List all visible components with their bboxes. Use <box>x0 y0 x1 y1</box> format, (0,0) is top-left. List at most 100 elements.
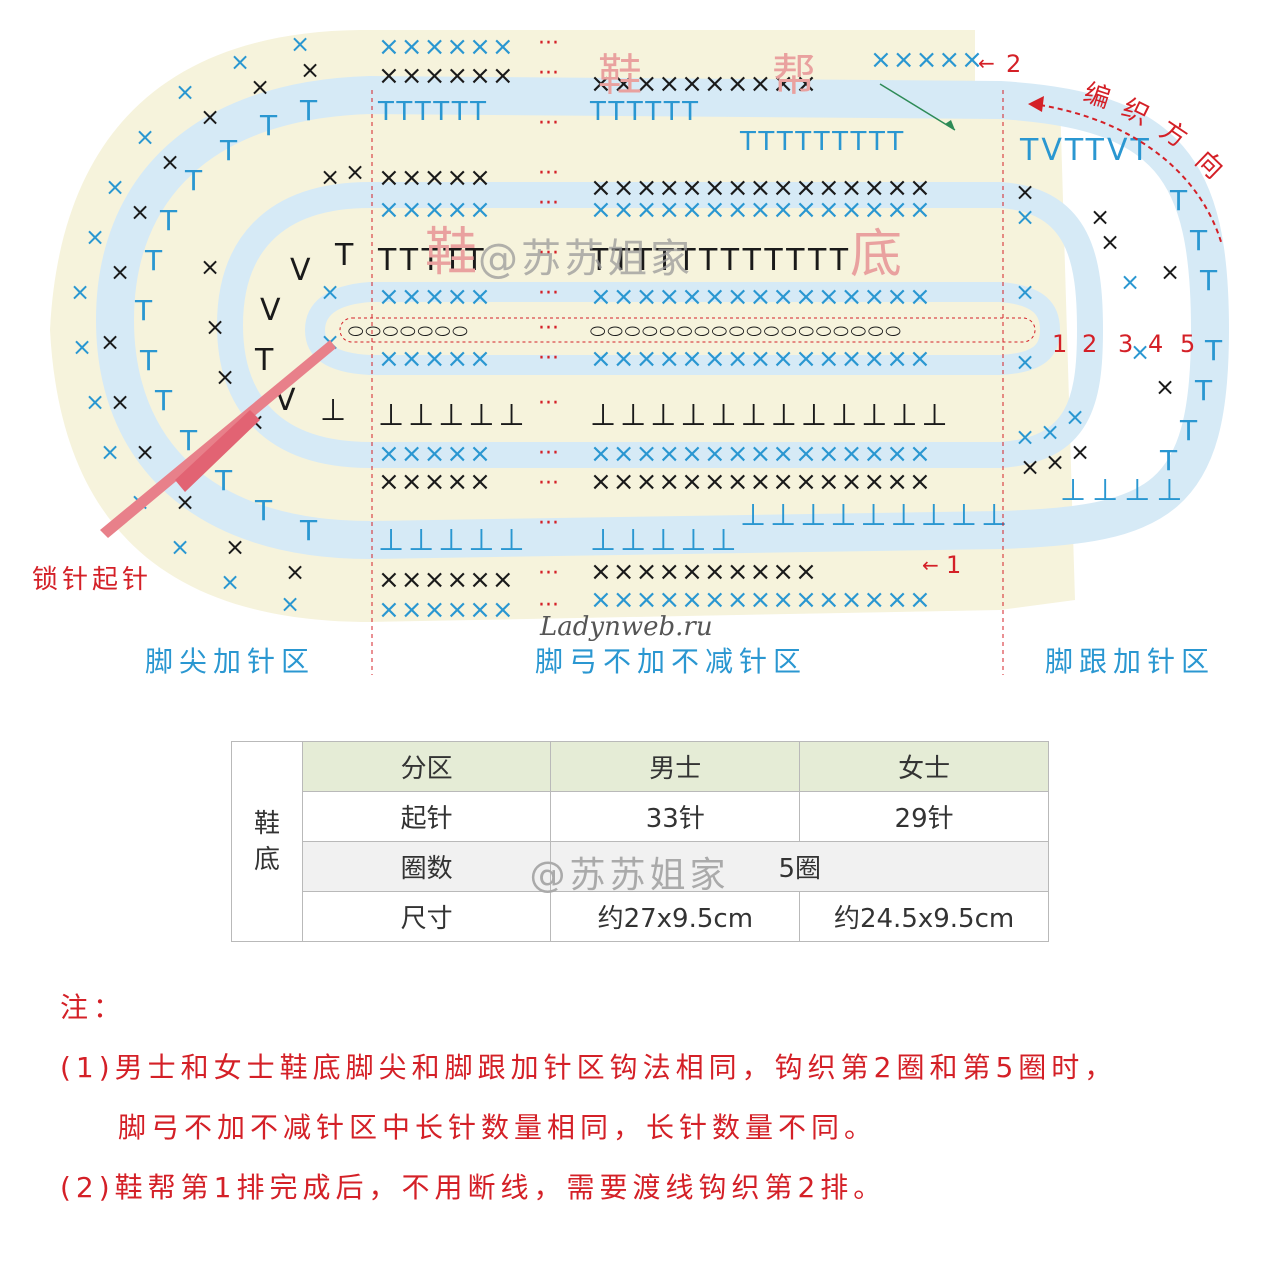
table-cell: 33针 <box>550 791 801 842</box>
svg-text:T: T <box>254 494 273 527</box>
svg-text:TTTTTT: TTTTTT <box>589 97 701 127</box>
svg-text:T: T <box>254 343 274 378</box>
ellipsis-column: ··· ··· ··· ··· ··· ··· ··· ··· ··· ··· … <box>538 31 559 618</box>
row-marker-2-arrow: ← <box>978 51 995 75</box>
svg-text:×: × <box>130 198 150 226</box>
table-header-cell: 女士 <box>799 741 1049 792</box>
svg-text:×: × <box>200 103 220 131</box>
svg-text:×: × <box>1015 423 1035 451</box>
table-cell: 尺寸 <box>301 891 552 942</box>
svg-text:T: T <box>214 464 233 497</box>
svg-text:T: T <box>1204 334 1223 367</box>
svg-text:T: T <box>1199 264 1218 297</box>
svg-text:×××××: ××××× <box>378 467 492 497</box>
svg-text:V: V <box>290 253 311 288</box>
svg-text:×: × <box>1155 373 1175 401</box>
table-header-cell: 男士 <box>550 741 801 792</box>
svg-text:···: ··· <box>538 61 559 86</box>
green-arrow <box>879 83 956 131</box>
svg-text:×: × <box>345 158 365 186</box>
table-watermark: @苏苏姐家 <box>529 855 730 896</box>
svg-text:×××××: ××××× <box>378 282 492 312</box>
svg-text:T: T <box>1179 414 1198 447</box>
svg-text:TTTTTTTTT: TTTTTTTTT <box>739 127 906 157</box>
svg-text:×: × <box>1020 453 1040 481</box>
svg-text:×: × <box>1015 348 1035 376</box>
start-pointer <box>100 340 336 538</box>
spec-table: 鞋 底 分区 男士 女士 起针 33针 29针 圈数 @苏苏姐家 5圈 尺寸 约… <box>231 741 1049 942</box>
svg-text:×: × <box>135 438 155 466</box>
svg-text:···: ··· <box>538 391 559 416</box>
table-side-label: 鞋 底 <box>231 741 303 942</box>
table-cell: 圈数 <box>301 841 552 892</box>
svg-text:×: × <box>1040 418 1060 446</box>
svg-text:⊥⊥⊥⊥⊥: ⊥⊥⊥⊥⊥ <box>378 523 529 558</box>
table-header-row: 鞋 底 分区 男士 女士 <box>231 741 1049 942</box>
svg-text:×: × <box>200 253 220 281</box>
notes: 注： (1)男士和女士鞋底脚尖和脚跟加针区钩法相同，钩织第2圈和第5圈时， 脚弓… <box>60 978 1117 1218</box>
note-line-3: (2)鞋帮第1排完成后，不用断线，需要渡线钩织第2排。 <box>60 1171 887 1204</box>
svg-text:×××××××××××××××: ××××××××××××××× <box>590 585 932 615</box>
svg-text:T: T <box>299 94 318 127</box>
svg-text:××××××: ×××××× <box>378 32 515 62</box>
svg-text:×××××: ××××× <box>870 45 984 75</box>
svg-text:×: × <box>1120 268 1140 296</box>
start-pointer-thick <box>175 410 260 492</box>
svg-text:T: T <box>259 109 278 142</box>
svg-text:×: × <box>1160 258 1180 286</box>
svg-text:×: × <box>280 590 300 618</box>
svg-text:×××××: ××××× <box>378 163 492 193</box>
chain-stitches: ⬭⬭⬭⬭⬭⬭⬭ <box>348 321 470 342</box>
svg-text:⊥: ⊥ <box>320 393 346 428</box>
svg-text:×: × <box>170 533 190 561</box>
svg-text:××××××××××: ×××××××××× <box>590 69 818 99</box>
svg-text:××××××: ×××××× <box>378 595 515 625</box>
direction-arrow <box>1039 104 1223 246</box>
notes-title: 注： <box>60 991 127 1024</box>
svg-text:×××××××××××××××: ××××××××××××××× <box>590 173 932 203</box>
svg-text:T: T <box>184 164 203 197</box>
svg-text:T: T <box>1159 444 1178 477</box>
svg-text:···: ··· <box>538 241 559 266</box>
svg-text:V: V <box>260 293 281 328</box>
svg-text:3: 3 <box>1118 330 1133 358</box>
svg-text:×: × <box>110 258 130 286</box>
svg-text:···: ··· <box>538 31 559 56</box>
svg-text:×: × <box>220 568 240 596</box>
svg-text:×××××: ××××× <box>378 439 492 469</box>
svg-text:···: ··· <box>538 441 559 466</box>
svg-text:···: ··· <box>538 161 559 186</box>
site-watermark: Ladynweb.ru <box>540 612 713 642</box>
svg-text:×: × <box>1090 203 1110 231</box>
svg-text:×: × <box>230 48 250 76</box>
svg-text:T: T <box>134 294 153 327</box>
table-cell: 起针 <box>301 791 552 842</box>
svg-text:×××××: ××××× <box>378 344 492 374</box>
heel-t-arc: TTT TTTT <box>1159 184 1223 477</box>
svg-text:×: × <box>175 78 195 106</box>
svg-text:···: ··· <box>538 316 559 341</box>
svg-text:×: × <box>1045 448 1065 476</box>
zone-label-heel: 脚跟加针区 <box>1045 645 1216 678</box>
svg-text:×: × <box>320 278 340 306</box>
symbol-rows: ×××××× ×××××× ×××××××××× ××××× TTTTTT TT… <box>377 32 1007 625</box>
table-header-cell: 分区 <box>301 741 552 792</box>
svg-text:···: ··· <box>538 191 559 216</box>
svg-text:×: × <box>1070 438 1090 466</box>
svg-text:×: × <box>85 388 105 416</box>
chain-stitches: ⬭⬭⬭⬭⬭⬭⬭⬭⬭⬭⬭⬭⬭⬭⬭⬭⬭⬭ <box>590 321 903 342</box>
table-row: 圈数 @苏苏姐家 5圈 <box>232 841 1049 896</box>
chain-foundation <box>339 317 1036 343</box>
svg-text:T: T <box>154 384 173 417</box>
svg-text:T: T <box>1189 224 1208 257</box>
svg-text:TTTTT: TTTTT <box>377 243 488 278</box>
svg-text:×××××××××××××××: ××××××××××××××× <box>590 344 932 374</box>
svg-text:···: ··· <box>538 561 559 586</box>
svg-text:×××××××××××××××: ××××××××××××××× <box>590 439 932 469</box>
heel-t-row: TVTTVT <box>1019 133 1152 168</box>
svg-text:×: × <box>1015 278 1035 306</box>
direction-arrowhead <box>1028 96 1044 112</box>
svg-text:×: × <box>1130 338 1150 366</box>
svg-text:···: ··· <box>538 593 559 618</box>
table-row: 尺寸 约27x9.5cm 约24.5x9.5cm <box>232 891 1049 942</box>
